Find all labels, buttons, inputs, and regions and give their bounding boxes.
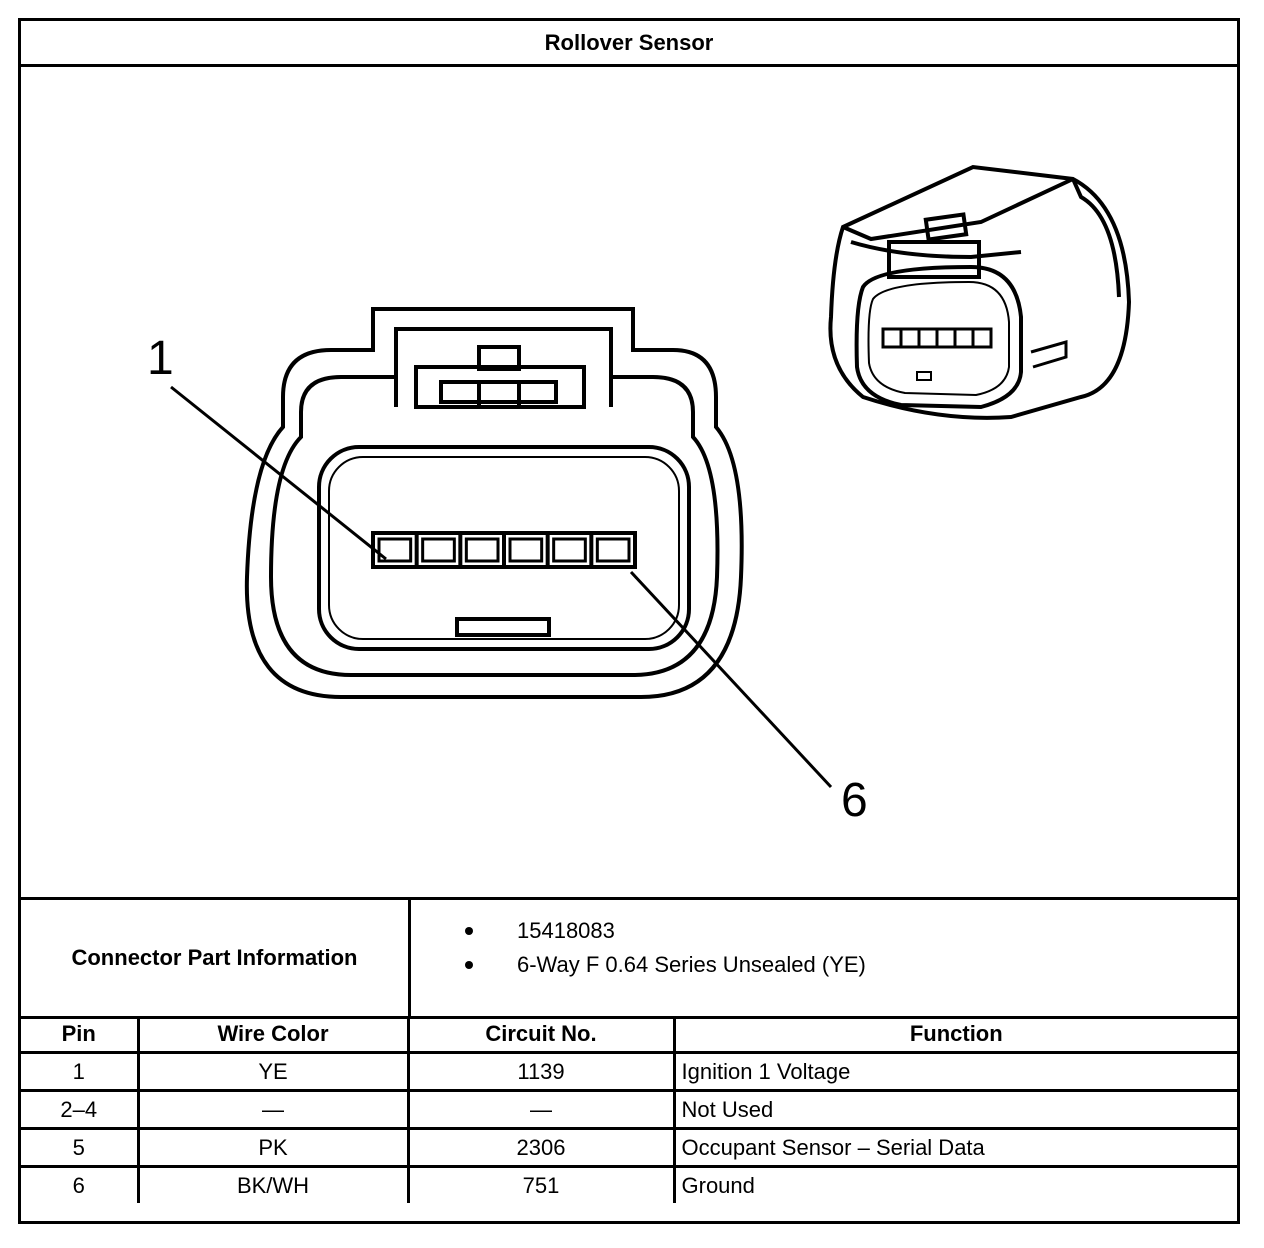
cell-wire-color: YE xyxy=(136,1051,410,1092)
connector-part-info-label: Connector Part Information xyxy=(21,900,411,1016)
pin-cavity-2 xyxy=(421,537,456,563)
connector-key xyxy=(455,617,551,637)
pin-1-leader xyxy=(170,385,387,561)
cell-pin: 1 xyxy=(21,1051,140,1092)
table-row: 2–4 — — Not Used xyxy=(21,1089,1237,1130)
pin-cavity-1 xyxy=(377,537,413,563)
connector-part-information: Connector Part Information 15418083 6-Wa… xyxy=(21,897,1237,1019)
cell-circuit-no: 2306 xyxy=(406,1127,676,1168)
connector-perspective-view xyxy=(828,164,1132,420)
cell-pin: 6 xyxy=(21,1165,140,1203)
connector-diagram-frame: Rollover Sensor xyxy=(18,18,1240,1224)
pin-cavity-5 xyxy=(552,537,587,563)
bullet-icon xyxy=(465,927,473,935)
table-row: 6 BK/WH 751 Ground xyxy=(21,1165,1237,1203)
table-row: 5 PK 2306 Occupant Sensor – Serial Data xyxy=(21,1127,1237,1168)
cell-wire-color: BK/WH xyxy=(136,1165,410,1203)
cell-circuit-no: 751 xyxy=(406,1165,676,1203)
connector-outer-housing xyxy=(244,307,744,699)
connector-part-info-list: 15418083 6-Way F 0.64 Series Unsealed (Y… xyxy=(451,914,866,982)
pin-table: Pin Wire Color Circuit No. Function 1 YE… xyxy=(21,1016,1237,1203)
connector-face xyxy=(317,445,691,651)
connector-latch-bar xyxy=(439,380,558,404)
pin-table-header: Pin Wire Color Circuit No. Function xyxy=(21,1016,1237,1054)
connector-drawing xyxy=(170,164,1132,789)
cell-circuit-no: 1139 xyxy=(406,1051,676,1092)
connector-face-inner xyxy=(328,456,680,640)
pin-1-label: 1 xyxy=(147,332,174,385)
cell-pin: 2–4 xyxy=(21,1089,140,1130)
table-row: 1 YE 1139 Ignition 1 Voltage xyxy=(21,1051,1237,1092)
bullet-icon xyxy=(465,961,473,969)
cell-circuit-no: — xyxy=(406,1089,676,1130)
header-circuit-no: Circuit No. xyxy=(406,1016,676,1054)
cell-function: Ground xyxy=(672,1165,1237,1203)
cell-wire-color: — xyxy=(136,1089,410,1130)
cell-pin: 5 xyxy=(21,1127,140,1168)
cell-function: Not Used xyxy=(672,1089,1237,1130)
cell-function: Occupant Sensor – Serial Data xyxy=(672,1127,1237,1168)
pin-cavity-6 xyxy=(595,537,631,563)
cell-wire-color: PK xyxy=(136,1127,410,1168)
connector-latch-tab xyxy=(477,345,521,371)
pin-cavity-4 xyxy=(508,537,544,563)
part-info-item: 15418083 xyxy=(451,914,866,948)
diagram-title: Rollover Sensor xyxy=(21,21,1237,67)
cell-function: Ignition 1 Voltage xyxy=(672,1051,1237,1092)
connector-figure: 1 6 xyxy=(21,67,1237,897)
connector-inner-rim xyxy=(268,327,720,677)
pin-6-label: 6 xyxy=(841,774,868,827)
header-wire-color: Wire Color xyxy=(136,1016,410,1054)
part-info-item: 6-Way F 0.64 Series Unsealed (YE) xyxy=(451,948,866,982)
pin-cavity-3 xyxy=(464,537,500,563)
header-function: Function xyxy=(672,1016,1237,1054)
pin-6-leader xyxy=(629,570,833,789)
header-pin: Pin xyxy=(21,1016,140,1054)
